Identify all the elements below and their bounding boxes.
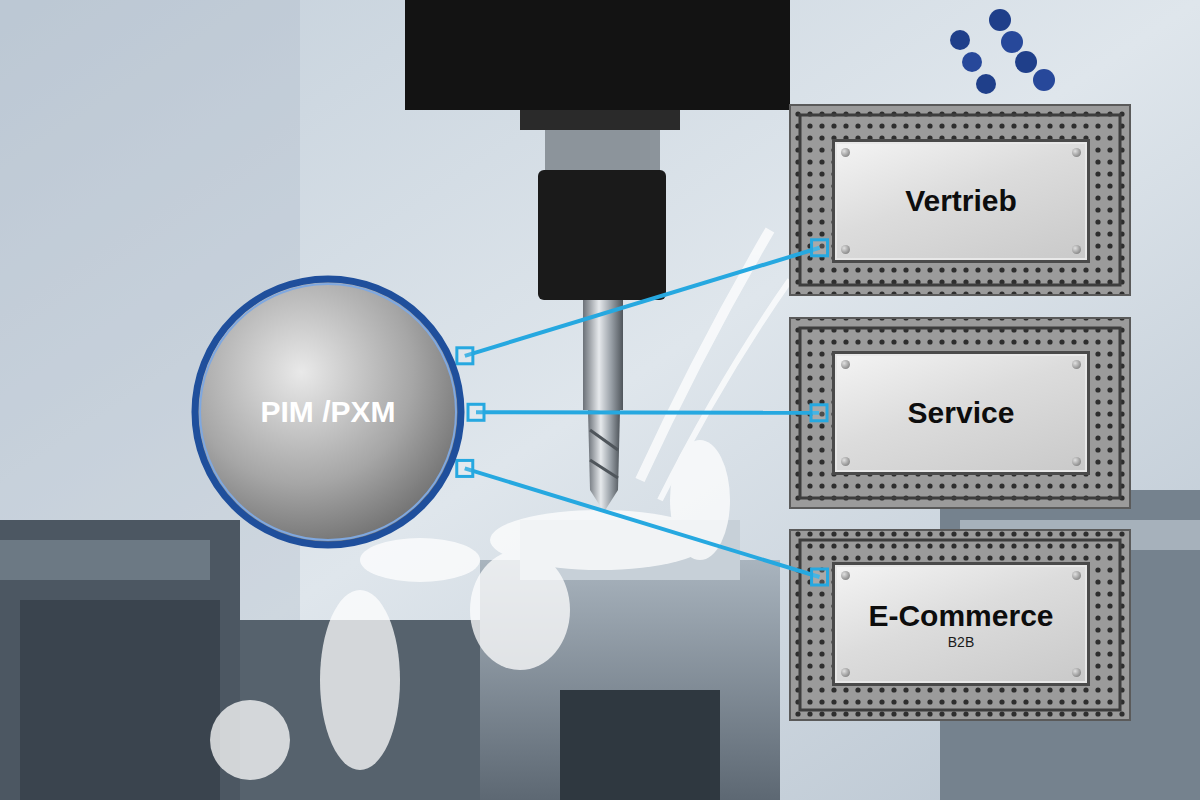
node-title: PIM /PXM: [260, 394, 395, 430]
text-stack: PIM /PXM: [190, 274, 466, 550]
perforated-panel: [790, 105, 1130, 295]
coolant-hose: [976, 74, 996, 94]
screw: [1072, 148, 1081, 157]
coolant-hose: [950, 9, 1055, 94]
connector-line: [465, 468, 820, 577]
screw: [1072, 457, 1081, 466]
machine-parts: [0, 520, 240, 800]
connector: [457, 240, 828, 364]
connector: [457, 460, 828, 585]
screw: [841, 360, 850, 369]
text-stack: Vertrieb: [835, 142, 1087, 260]
machine-parts: [560, 690, 720, 800]
screw: [841, 148, 850, 157]
perforated-panel: [800, 115, 1120, 285]
hub-ring: [195, 279, 461, 545]
connector-end-square: [468, 404, 484, 420]
coolant-splash: [470, 550, 570, 670]
connector-line: [465, 248, 820, 356]
node-title: Service: [908, 395, 1015, 431]
coolant-hose: [1001, 31, 1023, 53]
coolant-splash: [360, 538, 480, 582]
screw: [841, 245, 850, 254]
coolant-hose: [1033, 69, 1055, 91]
connector-line: [476, 410, 819, 414]
perforated-panel: [790, 530, 1130, 720]
coolant-hose: [962, 52, 982, 72]
perforated-panel: [800, 328, 1120, 498]
screw: [1072, 668, 1081, 677]
connector-end-square: [812, 240, 828, 256]
machine-parts: [0, 490, 1200, 800]
screw: [841, 457, 850, 466]
perforated-panel: [790, 105, 1130, 720]
channel-plate: E-CommerceB2B: [832, 562, 1090, 686]
screw: [841, 668, 850, 677]
hub-ring: [200, 284, 456, 540]
perforated-panel: [800, 540, 1120, 710]
hub-circle: PIM /PXM: [190, 274, 466, 550]
coolant-hose: [989, 9, 1011, 31]
node-title: Vertrieb: [905, 183, 1017, 219]
coolant-splash: [210, 700, 290, 780]
connector-end-square: [812, 569, 828, 585]
channel-plate: Vertrieb: [832, 139, 1090, 263]
connector-end-square: [457, 460, 473, 476]
channel-plate: Service: [832, 351, 1090, 475]
screw: [1072, 360, 1081, 369]
spindle: [405, 0, 790, 512]
coolant-splash: [660, 280, 790, 500]
text-stack: E-CommerceB2B: [835, 565, 1087, 683]
spindle: [520, 110, 680, 130]
perforated-panel: [790, 318, 1130, 508]
connector-end-square: [811, 405, 827, 421]
coolant-splash: [320, 590, 400, 770]
coolant-hose: [950, 30, 970, 50]
machine-parts: [0, 540, 210, 580]
coolant-hose: [1015, 51, 1037, 73]
machine-parts: [20, 600, 220, 800]
connector-end-square: [457, 348, 473, 364]
connector: [468, 404, 827, 420]
spindle: [588, 410, 620, 512]
node-title: E-Commerce: [868, 598, 1053, 634]
screw: [841, 571, 850, 580]
spindle: [545, 130, 660, 170]
spindle: [538, 170, 666, 300]
spindle: [590, 430, 618, 478]
node-subtitle: B2B: [948, 634, 974, 651]
text-stack: Service: [835, 354, 1087, 472]
screw: [1072, 245, 1081, 254]
spindle: [405, 0, 790, 110]
screw: [1072, 571, 1081, 580]
